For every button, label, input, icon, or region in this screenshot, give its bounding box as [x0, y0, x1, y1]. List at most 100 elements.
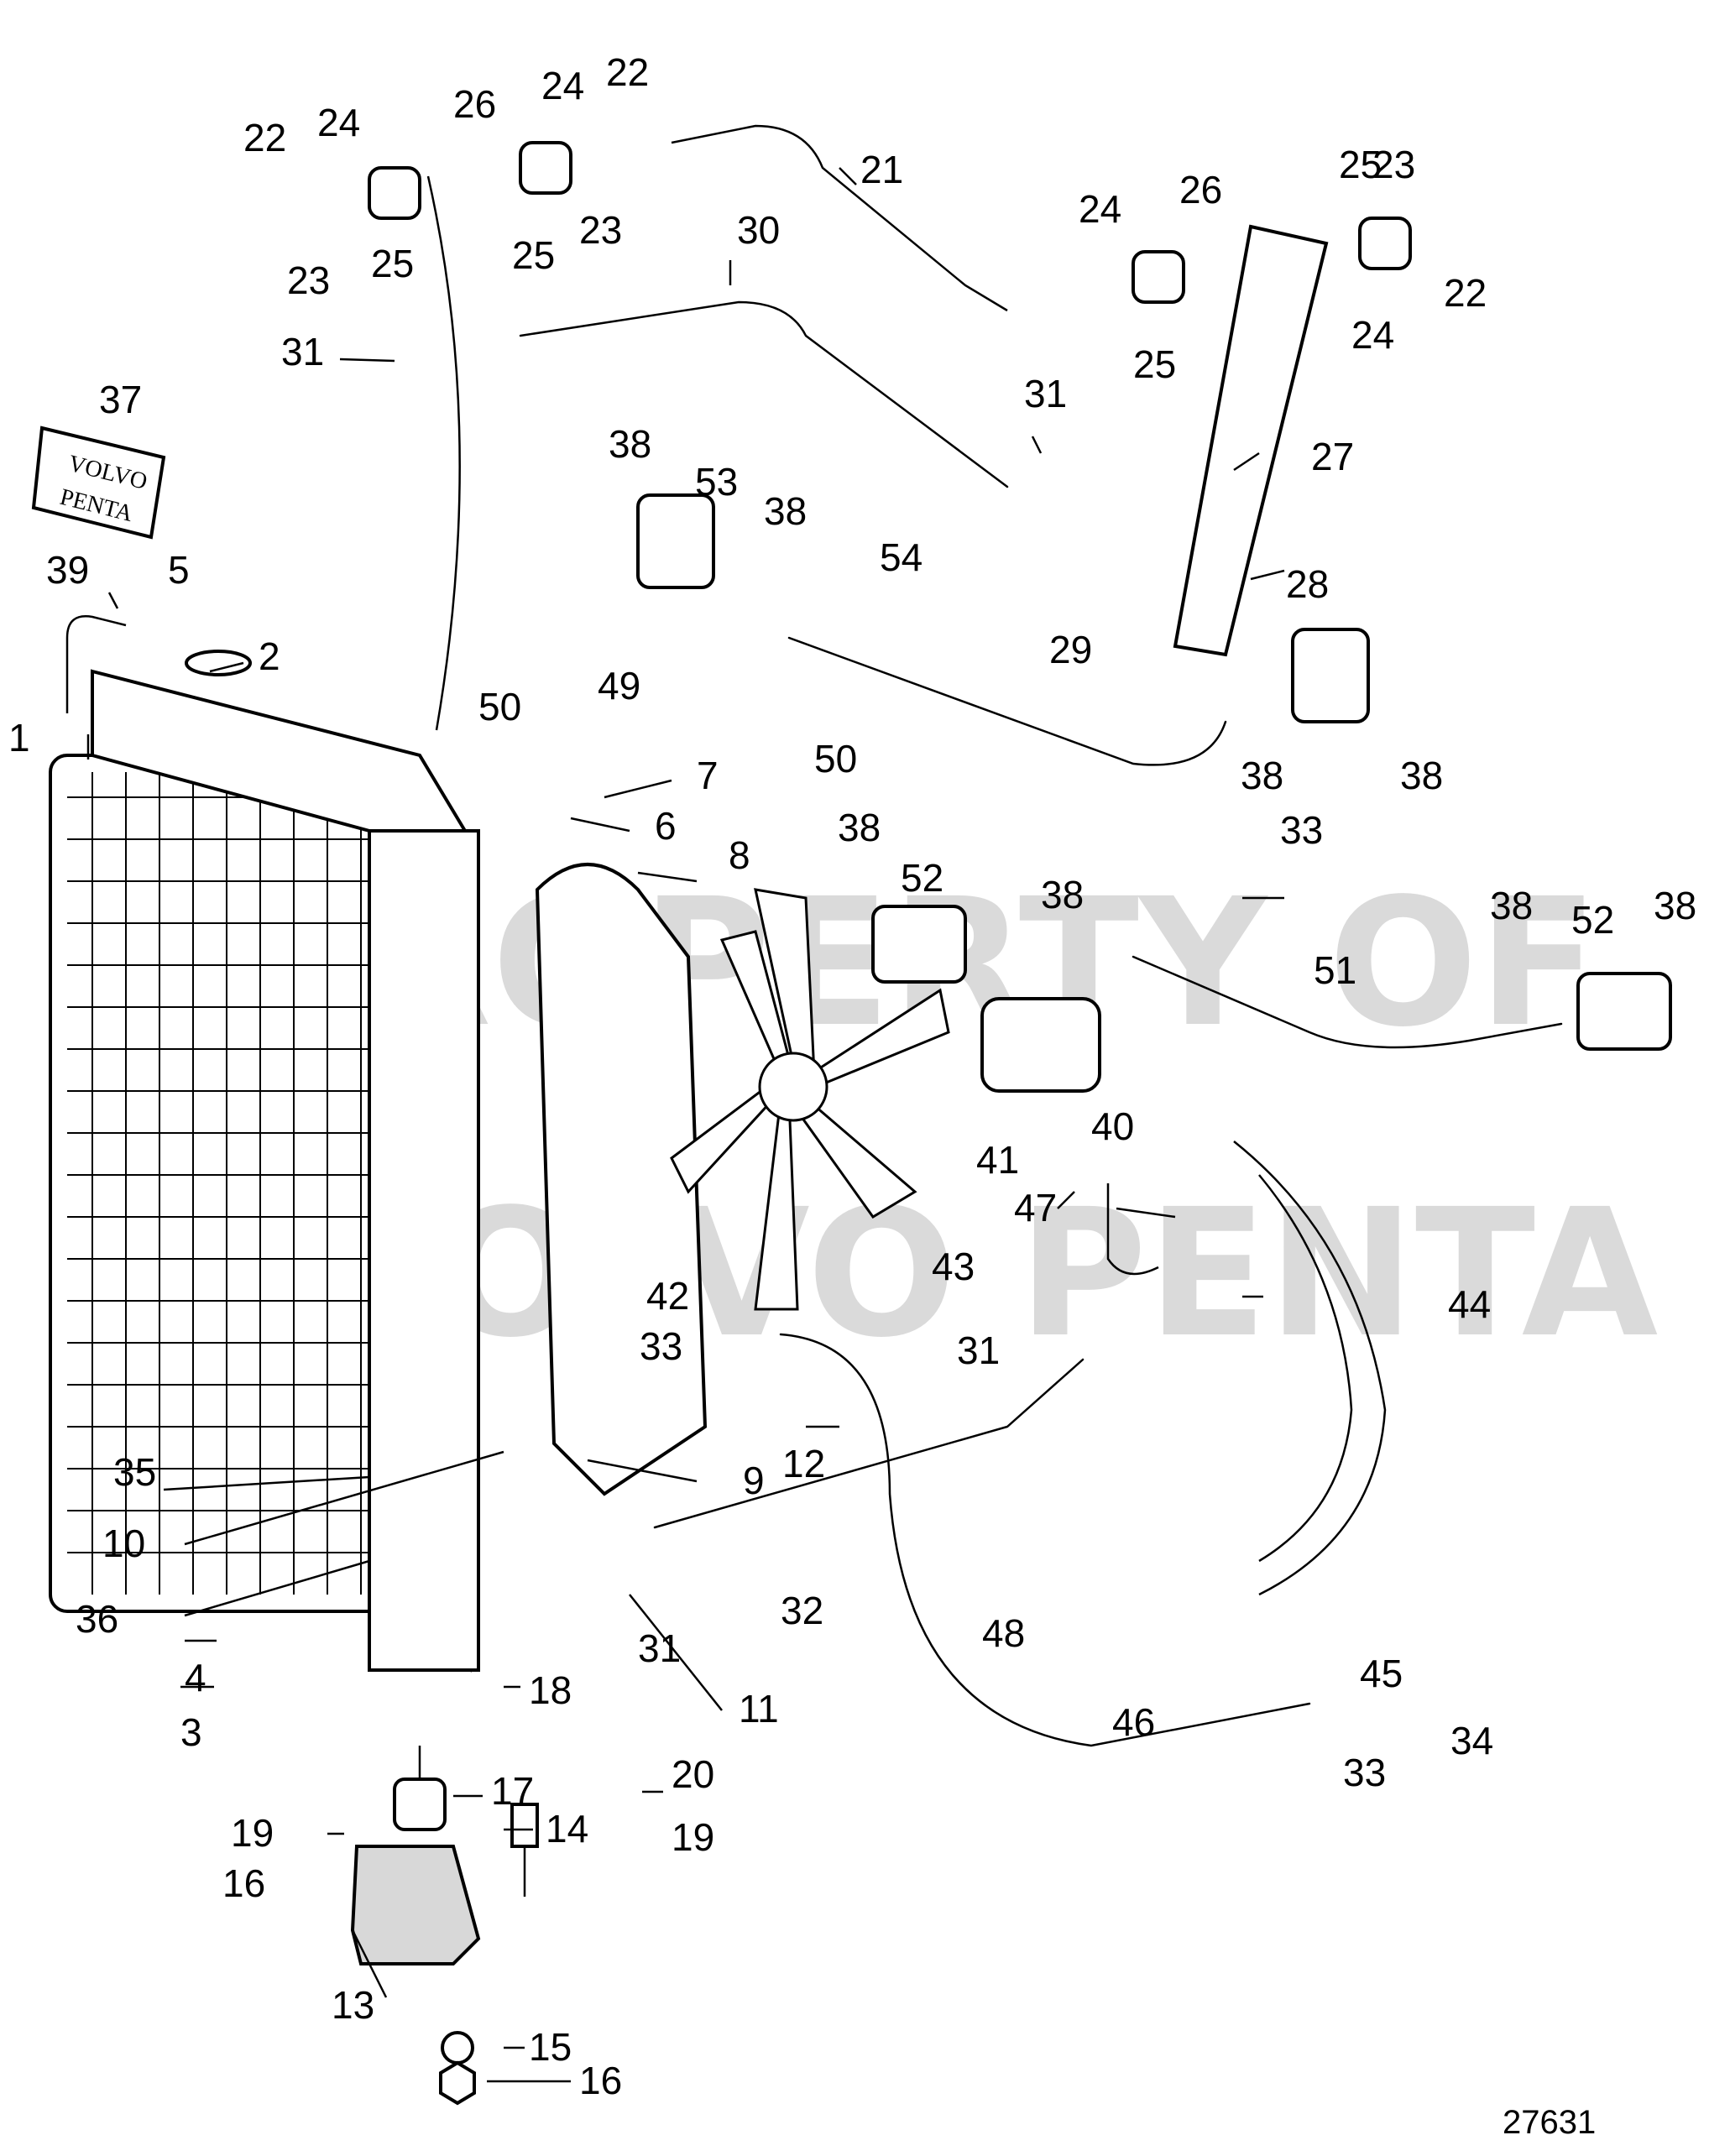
part-label-13: 13: [332, 1983, 374, 2027]
part-label-25a: 25: [371, 242, 414, 285]
radiator-side-frame: [368, 829, 480, 1672]
part-label-28: 28: [1286, 562, 1329, 606]
part-label-21: 21: [860, 148, 903, 191]
part-label-22b: 22: [606, 50, 649, 94]
part-label-23b: 23: [579, 208, 622, 252]
fan-guard: [1233, 1141, 1387, 1596]
part-label-6: 6: [655, 804, 677, 848]
part-label-44: 44: [1448, 1282, 1491, 1326]
cooling-fan: [670, 888, 950, 1311]
part-label-12: 12: [782, 1442, 825, 1485]
radiator-assembly: [49, 615, 708, 1673]
part-label-22c: 22: [1444, 271, 1487, 315]
stay-rod: [671, 124, 1008, 312]
part-label-5: 5: [168, 548, 190, 592]
part-label-33c: 33: [1343, 1751, 1386, 1794]
part-label-53: 53: [695, 460, 738, 504]
stay-assembly: [368, 124, 1412, 731]
part-label-14: 14: [546, 1807, 588, 1851]
bolt-head: [510, 1803, 539, 1848]
part-label-38a: 38: [609, 422, 651, 466]
part-label-3: 3: [180, 1710, 202, 1754]
part-label-54: 54: [880, 535, 922, 579]
part-label-4: 4: [185, 1656, 206, 1699]
fan-shroud: [535, 863, 708, 1496]
part-label-22a: 22: [243, 116, 286, 159]
part-label-33a: 33: [1280, 808, 1323, 852]
part-label-27: 27: [1311, 435, 1354, 478]
part-label-50a: 50: [478, 685, 521, 728]
part-label-45: 45: [1360, 1652, 1403, 1695]
part-label-24b: 24: [541, 64, 584, 107]
part-label-16a: 16: [222, 1861, 265, 1905]
part-label-38h: 38: [1654, 884, 1696, 927]
route-arrow: [426, 175, 461, 731]
logo-plate: VOLVO PENTA: [31, 425, 166, 540]
part-label-26b: 26: [1179, 168, 1222, 211]
filler-cap: [185, 650, 252, 676]
fan-spacer: [980, 997, 1101, 1093]
part-label-17: 17: [491, 1769, 534, 1813]
part-label-52a: 52: [901, 856, 943, 900]
part-label-47: 47: [1014, 1186, 1057, 1229]
part-label-30: 30: [737, 208, 780, 252]
part-label-25b: 25: [512, 233, 555, 277]
part-label-46: 46: [1112, 1700, 1155, 1744]
part-label-1: 1: [8, 716, 30, 760]
part-label-19b: 19: [672, 1815, 714, 1859]
part-label-41: 41: [976, 1138, 1019, 1182]
part-label-31d: 31: [638, 1626, 681, 1670]
part-labels: 1 2 3 4 5 6 7 8 9 10 11 12 13 14 15 16 1…: [8, 50, 1696, 2141]
part-label-38b: 38: [764, 489, 807, 533]
part-label-38e: 38: [838, 806, 881, 849]
mounting-parts: [350, 1746, 539, 2106]
watermark-line-2: VOLVO PENTA: [302, 1171, 1658, 1376]
part-label-38d: 38: [1400, 754, 1443, 797]
part-label-31b: 31: [1024, 372, 1067, 415]
part-label-31a: 31: [281, 330, 324, 373]
part-label-49: 49: [598, 664, 640, 707]
mount-bracket: [350, 1845, 481, 1965]
part-label-34: 34: [1450, 1719, 1493, 1762]
part-label-42: 42: [646, 1274, 689, 1318]
leader-lines: [86, 167, 1285, 2083]
nut: [439, 2060, 476, 2106]
part-label-39: 39: [46, 548, 89, 592]
part-label-25d: 25: [1339, 143, 1382, 186]
part-label-26a: 26: [453, 82, 496, 126]
part-label-7: 7: [697, 754, 719, 797]
bottom-hose: [653, 1358, 1085, 1529]
part-label-38c: 38: [1241, 754, 1283, 797]
part-label-19a: 19: [231, 1811, 274, 1855]
support-bracket: [1173, 224, 1329, 657]
fan-assembly: [670, 888, 1387, 1596]
part-label-38f: 38: [1041, 873, 1084, 916]
part-label-23a: 23: [287, 258, 330, 302]
part-label-33b: 33: [640, 1324, 682, 1368]
upper-hose: [519, 300, 1009, 488]
drawing-reference-number: 27631: [1503, 2104, 1596, 2141]
part-label-11: 11: [739, 1687, 779, 1731]
connection-hose: [787, 636, 1227, 766]
part-label-52b: 52: [1571, 898, 1614, 942]
part-label-2: 2: [259, 634, 280, 678]
part-label-50b: 50: [814, 737, 857, 780]
lower-connection-hose: [1132, 955, 1563, 1049]
rubber-bush: [368, 166, 421, 220]
rubber-mount: [393, 1778, 447, 1831]
part-label-8: 8: [729, 833, 750, 877]
guard-clip: [1106, 1183, 1159, 1276]
part-label-48: 48: [982, 1611, 1025, 1655]
washer: [441, 2031, 474, 2065]
part-label-31c: 31: [957, 1329, 1000, 1372]
part-label-32: 32: [781, 1589, 823, 1632]
part-label-38g: 38: [1490, 884, 1533, 927]
part-label-20: 20: [672, 1752, 714, 1796]
hose-connector: [636, 493, 715, 589]
part-label-25c: 25: [1133, 342, 1176, 386]
part-label-15: 15: [529, 2025, 572, 2069]
part-label-10: 10: [102, 1522, 145, 1565]
part-label-24d: 24: [1351, 313, 1394, 357]
part-label-23c: 23: [1372, 143, 1415, 186]
part-label-51: 51: [1314, 948, 1356, 992]
